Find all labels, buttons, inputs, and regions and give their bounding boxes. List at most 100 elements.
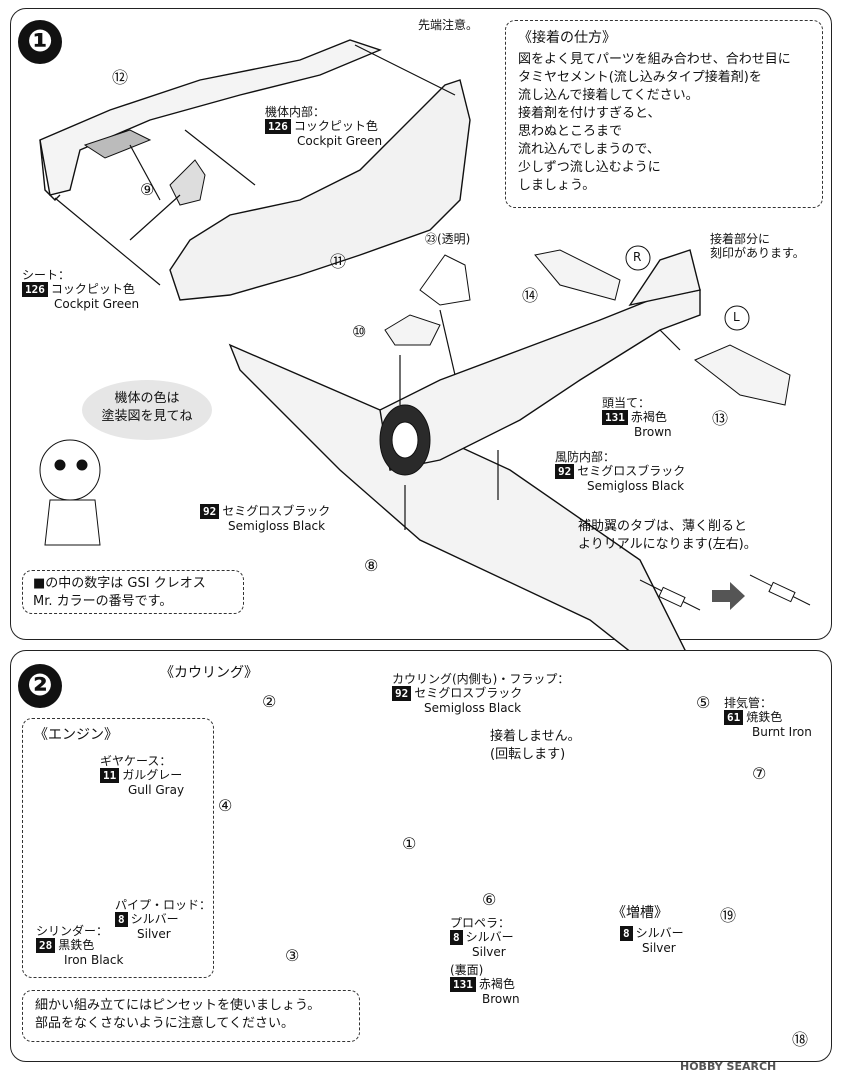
exhaust-title: 排気管： bbox=[724, 696, 773, 710]
tailplane-13 bbox=[694, 344, 791, 406]
tweezers-line2: 部品をなくさないように注意してください。 bbox=[35, 1016, 294, 1031]
body-color-bubble: 機体の色は 塗装図を見てね bbox=[82, 380, 212, 440]
headrest-jp: 赤褐色 bbox=[630, 410, 667, 424]
part-label-2: ② bbox=[262, 692, 277, 711]
fuselage-half-11 bbox=[169, 79, 471, 301]
part-label-7: ⑦ bbox=[752, 764, 767, 783]
canopy-part-23 bbox=[419, 254, 471, 306]
bubble-line1: 機体の色は bbox=[114, 391, 180, 406]
canopy-label: ㉓(透明) bbox=[425, 232, 471, 246]
tab-detail bbox=[639, 574, 811, 611]
gsi-note-box: ■の中の数字は GSI クレオス Mr. カラーの番号です。 bbox=[22, 570, 244, 614]
glue-line-6: 流れ込んでしまうので、 bbox=[518, 142, 660, 157]
glue-line-8: しましょう。 bbox=[518, 178, 596, 193]
prop-back-en: Brown bbox=[482, 992, 520, 1006]
windscreen-part-10 bbox=[384, 314, 441, 346]
r-marker: R bbox=[633, 250, 642, 264]
color-code-92-cowl: 92 bbox=[200, 504, 220, 519]
windscreen-title: 風防内部： bbox=[555, 450, 616, 464]
cockpit-interior-jp: コックピット色 bbox=[293, 119, 378, 133]
cowl-flap-jp: セミグロスブラック bbox=[414, 686, 523, 700]
no-glue-line2: (回転します) bbox=[490, 747, 566, 762]
engine-box bbox=[22, 718, 214, 978]
tank-title: 《増槽》 bbox=[612, 905, 668, 921]
glue-line-5: 思わぬところまで bbox=[518, 124, 623, 139]
girl-mascot-icon bbox=[39, 439, 101, 546]
part-label-12: ⑫ bbox=[112, 68, 129, 87]
color-code-126-seat: 126 bbox=[22, 282, 48, 297]
color-code-92-step2: 92 bbox=[392, 686, 412, 701]
glue-line-4: 接着剤を付けすぎると、 bbox=[518, 106, 661, 121]
tank-jp: シルバー bbox=[635, 926, 684, 940]
gear-title: ギヤケース： bbox=[100, 754, 172, 768]
tweezers-line1: 細かい組み立てにはピンセットを使いましょう。 bbox=[35, 998, 321, 1013]
part-label-8: ⑧ bbox=[364, 556, 379, 575]
bubble-line2: 塗装図を見てね bbox=[101, 409, 193, 424]
prop-back-jp: 赤褐色 bbox=[478, 977, 515, 991]
sentan-note: 先端注意。 bbox=[418, 18, 479, 32]
color-code-8-pipe: 8 bbox=[115, 912, 128, 927]
part-label-14: ⑭ bbox=[522, 286, 539, 305]
color-code-131-prop: 131 bbox=[450, 977, 476, 992]
tab-note-line1: 補助翼のタブは、薄く削ると bbox=[578, 519, 748, 534]
tweezers-note-box: 細かい組み立てにはピンセットを使いましょう。 部品をなくさないように注意してくだ… bbox=[22, 990, 360, 1042]
marking-note-line1: 接着部分に bbox=[710, 232, 771, 246]
pipe-jp: シルバー bbox=[130, 912, 179, 926]
glue-instructions-box: 《接着の仕方》 図をよく見てパーツを組み合わせ、合わせ目に タミヤセメント(流し… bbox=[505, 20, 823, 208]
cowl-en: Semigloss Black bbox=[228, 519, 326, 533]
cowling-title: 《カウリング》 bbox=[160, 665, 258, 681]
no-glue-line1: 接着しません。 bbox=[490, 729, 581, 744]
glue-line-3: 流し込んで接着してください。 bbox=[518, 88, 699, 103]
part-label-3: ③ bbox=[285, 946, 300, 965]
cyl-jp: 黒鉄色 bbox=[58, 938, 95, 952]
fuselage-half-12 bbox=[39, 39, 382, 201]
cowl-flap-title: カウリング(内側も)・フラップ： bbox=[392, 672, 570, 686]
color-code-92: 92 bbox=[555, 464, 575, 479]
prop-back-title: (裏面) bbox=[450, 963, 484, 977]
gear-en: Gull Gray bbox=[128, 783, 185, 797]
glue-line-2: タミヤセメント(流し込みタイプ接着剤)を bbox=[518, 70, 762, 85]
exhaust-en: Burnt Iron bbox=[752, 725, 812, 739]
pipe-title: パイプ・ロッド： bbox=[115, 898, 212, 912]
prop-en: Silver bbox=[472, 945, 506, 959]
part-label-5: ⑤ bbox=[696, 693, 711, 712]
aircraft-main bbox=[228, 249, 701, 676]
prop-jp: シルバー bbox=[465, 930, 514, 944]
prop-title: プロペラ： bbox=[450, 916, 511, 930]
part-label-9: ⑨ bbox=[140, 180, 155, 199]
part-label-19: ⑲ bbox=[720, 906, 737, 925]
windscreen-en: Semigloss Black bbox=[587, 479, 685, 493]
arrow-right-icon bbox=[712, 582, 745, 610]
part-label-6: ⑥ bbox=[482, 890, 497, 909]
gsi-note-line2: Mr. カラーの番号です。 bbox=[33, 594, 173, 609]
headrest-en: Brown bbox=[634, 425, 672, 439]
cyl-title: シリンダー： bbox=[36, 924, 109, 938]
headrest-title: 頭当て： bbox=[602, 396, 651, 410]
tailplane-14 bbox=[534, 249, 621, 301]
step2-number: ❷ bbox=[18, 664, 62, 708]
l-marker: L bbox=[733, 310, 740, 324]
watermark: HOBBY SEARCH bbox=[680, 1060, 777, 1073]
part-label-11: ⑪ bbox=[330, 252, 347, 271]
seat-jp: コックピット色 bbox=[50, 282, 135, 296]
glue-line-7: 少しずつ流し込むように bbox=[518, 160, 661, 175]
color-code-11: 11 bbox=[100, 768, 120, 783]
step1-number: ❶ bbox=[18, 20, 62, 64]
glue-line-1: 図をよく見てパーツを組み合わせ、合わせ目に bbox=[518, 52, 791, 67]
engine-box-title: 《エンジン》 bbox=[34, 727, 118, 743]
cockpit-interior-en: Cockpit Green bbox=[297, 134, 383, 148]
pipe-en: Silver bbox=[137, 927, 171, 941]
gear-jp: ガルグレー bbox=[122, 768, 183, 782]
tab-note: 補助翼のタブは、薄く削ると よりリアルになります(左右)。 bbox=[578, 518, 757, 554]
cockpit-floor-part bbox=[83, 129, 152, 159]
